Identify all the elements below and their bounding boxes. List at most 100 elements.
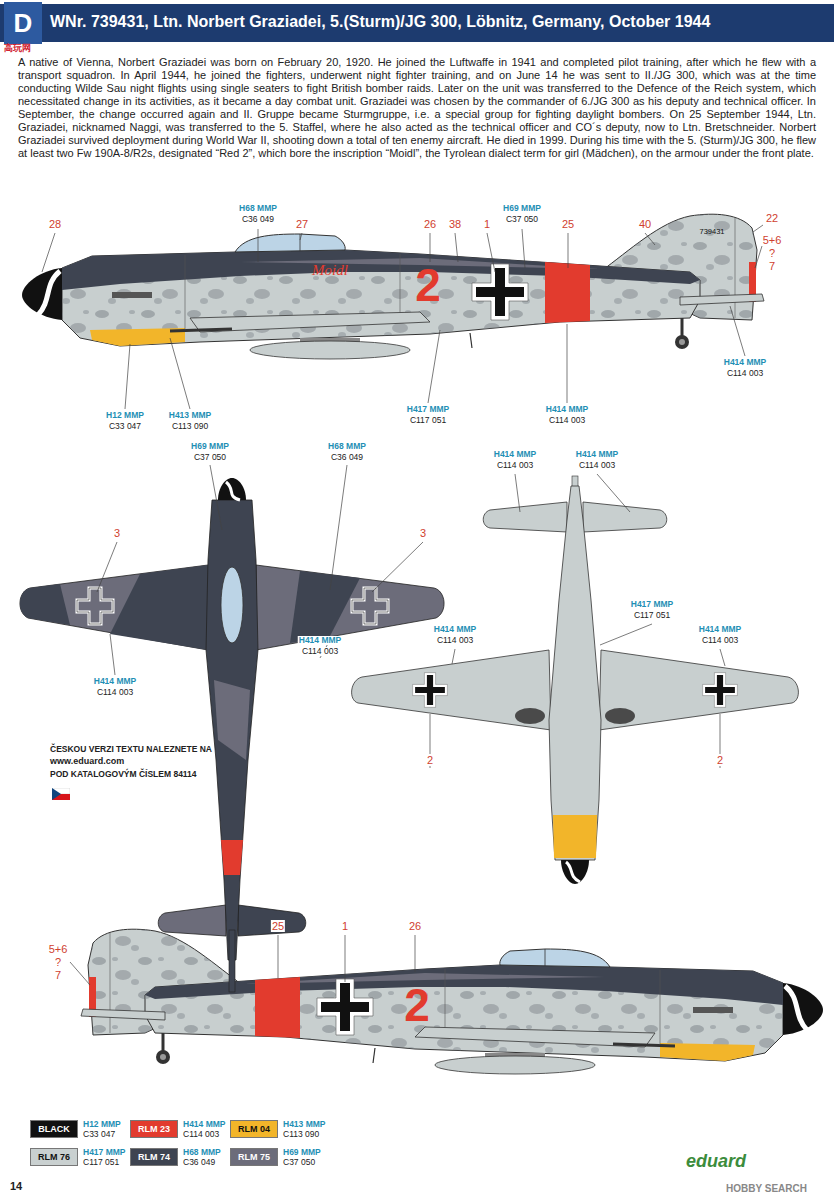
- illustration-part: [97, 542, 117, 592]
- illustration-part: [256, 565, 444, 650]
- illustration-part: [755, 246, 762, 268]
- illustration-part: [218, 478, 246, 500]
- paint-code: C37 050: [505, 215, 539, 224]
- callout-number: 22: [765, 212, 779, 224]
- paint-code: C117 051: [633, 611, 671, 620]
- legend-text: RLM 74: [138, 1152, 170, 1162]
- callout-number: 26: [408, 920, 422, 932]
- callout-number: 2: [716, 754, 724, 766]
- illustration-part: [679, 339, 685, 345]
- paint-code: H414 MMP: [298, 636, 343, 645]
- illustration-part: [170, 338, 190, 409]
- color-swatch: RLM 76: [30, 1148, 78, 1166]
- legend-text: RLM 75: [238, 1152, 270, 1162]
- illustration-part: [158, 905, 226, 936]
- illustration-part: [62, 250, 700, 346]
- illustration-part: [214, 680, 250, 760]
- illustration-part: [290, 571, 360, 643]
- paint-code: H414 MMP: [698, 625, 743, 634]
- illustration-part: [300, 234, 301, 251]
- illustration-part: [229, 930, 235, 992]
- illustration-part: [483, 502, 567, 532]
- illustration-part: [430, 233, 431, 262]
- aircraft-number: 2: [404, 982, 430, 1028]
- paint-code: C114 003: [96, 688, 134, 697]
- paint-code: H68 MMP: [238, 204, 278, 213]
- watermark: HOBBY SEARCH: [726, 1183, 807, 1194]
- paint-code: C33 047: [108, 422, 142, 431]
- werknummer: 739431: [699, 228, 724, 236]
- illustration-part: [428, 330, 440, 403]
- illustration-part: [515, 708, 545, 724]
- legend-text: RLM 76: [38, 1152, 70, 1162]
- paint-code: C114 003: [701, 636, 739, 645]
- illustration-part: [472, 264, 528, 320]
- paint-code: H414 MMP: [723, 358, 768, 367]
- callout-number: 25: [561, 218, 575, 230]
- callout-number: 40: [638, 218, 652, 230]
- illustration-part: [597, 474, 630, 512]
- callout-number: 5+6: [48, 943, 69, 955]
- paint-code: C36 049: [182, 1158, 216, 1167]
- paint-code: H414 MMP: [93, 677, 138, 686]
- illustration-part: [62, 250, 700, 346]
- paint-code: C114 003: [182, 1130, 220, 1139]
- illustration-part: [730, 306, 745, 356]
- illustration-part: [20, 565, 208, 650]
- illustration-part: [22, 214, 764, 359]
- illustration-part: [258, 229, 259, 262]
- web-address: www.eduard.com: [50, 757, 124, 767]
- paint-code: C36 049: [241, 215, 275, 224]
- callout-number: ?: [54, 956, 62, 968]
- illustration-part: [210, 465, 222, 530]
- illustration-part: [553, 815, 597, 858]
- illustration-part: [170, 329, 232, 331]
- paint-code: C114 003: [436, 636, 474, 645]
- illustration-part: [372, 542, 423, 592]
- illustration-part: [720, 649, 725, 666]
- illustration-part: [278, 935, 279, 978]
- bottom-view: [352, 476, 799, 884]
- czech-flag: [52, 788, 70, 800]
- paint-code: H417 MMP: [406, 405, 451, 414]
- nose-inscription: Moidl: [312, 262, 348, 279]
- paint-code: C114 003: [726, 369, 764, 378]
- paint-code: C117 051: [409, 416, 447, 425]
- illustration-part: [455, 233, 458, 262]
- illustration-part: [20, 584, 70, 625]
- color-swatch: RLM 04: [230, 1120, 278, 1138]
- illustration-part: [452, 649, 455, 664]
- illustration-part: [605, 708, 635, 724]
- paint-code: H417 MMP: [630, 600, 675, 609]
- czech-note: ČESKOU VERZI TEXTU NALEZNETE NA: [50, 745, 212, 754]
- illustration-part: [352, 588, 388, 624]
- illustration-part: [675, 335, 689, 349]
- paint-code: C37 050: [193, 453, 227, 462]
- callout-number: 3: [113, 527, 121, 539]
- top-view: [20, 478, 444, 992]
- illustration-part: [38, 271, 60, 315]
- illustration-part: [42, 233, 55, 272]
- callout-number: 25: [271, 920, 285, 932]
- illustration-part: [545, 262, 590, 323]
- paint-code: C114 003: [496, 461, 534, 470]
- paint-code: H413 MMP: [168, 411, 213, 420]
- illustration-part: [568, 233, 569, 268]
- illustration-part: [515, 474, 520, 512]
- legend-text: BLACK: [38, 1124, 70, 1134]
- illustration-part: [345, 935, 346, 982]
- illustration-part: [566, 862, 580, 882]
- paint-code: H414 MMP: [545, 405, 590, 414]
- illustration-part: [238, 905, 306, 936]
- illustration-part: [735, 218, 736, 318]
- illustration-part: [235, 234, 345, 252]
- illustration-part: [110, 634, 115, 675]
- illustration-part: [703, 673, 738, 708]
- paint-code: C117 051: [82, 1158, 120, 1167]
- paint-code: C113 090: [282, 1130, 320, 1139]
- callout-number: 1: [341, 920, 349, 932]
- illustration-part: [250, 341, 410, 359]
- color-swatch: BLACK: [30, 1120, 78, 1138]
- paint-code: C37 050: [282, 1158, 316, 1167]
- callout-number: 3: [419, 527, 427, 539]
